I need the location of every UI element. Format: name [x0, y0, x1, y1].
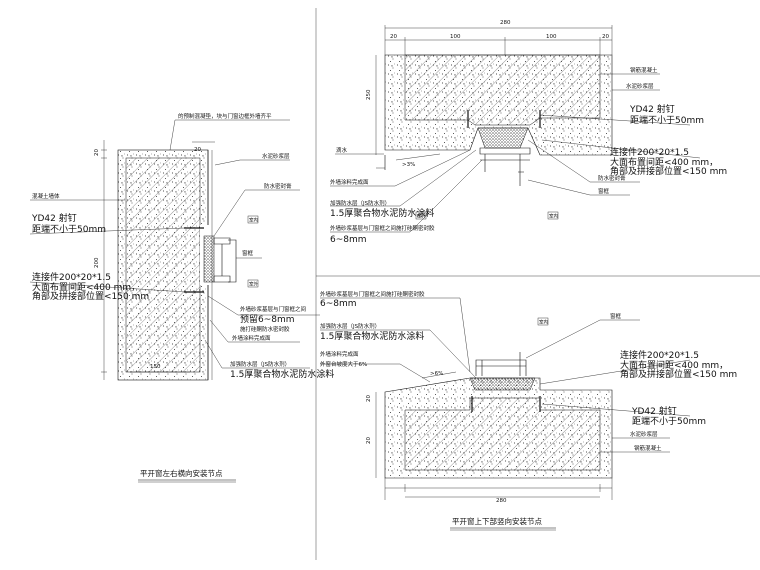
- left-label-steel-1: 连接件200*20*1.5: [32, 271, 111, 283]
- br-seal-block: [469, 377, 536, 391]
- br-label-yd42-1: YD42 射钉: [631, 405, 677, 417]
- br-label-yd42-2: 距端不小于50mm: [632, 415, 706, 427]
- left-tag-out: 室外: [249, 281, 258, 288]
- left-label-yd42-2: 距端不小于50mm: [32, 223, 106, 235]
- left-label-waterproof-seal: 防水密封膏: [264, 182, 292, 190]
- left-label-steel-3: 角部及拼接部位置<150 mm: [32, 290, 149, 302]
- tr-dim-20a: 20: [390, 34, 397, 40]
- tr-label-slope: >3%: [402, 162, 415, 168]
- left-dim-150: 150: [150, 364, 161, 370]
- left-label-outer-finish: 外墙涂料完成面: [232, 334, 271, 342]
- left-label-yd42-1: YD42 射钉: [31, 212, 77, 224]
- tr-label-drip: 滴水: [336, 146, 348, 154]
- left-label-layer-1: 加强防水层（JS防水剂）: [230, 360, 290, 368]
- br-label-slope: >6%: [430, 371, 443, 377]
- top-right-detail: 280 20 100 100 20 250 钢筋混凝土 水泥砂浆层 YD42 射…: [330, 20, 727, 245]
- left-detail: 20 200 20 150 的预制混凝垫，块与门窗边框外墙齐平 水泥砂浆层 防水…: [29, 112, 334, 483]
- br-label-steel-2: 大面布置间距<400 mm，: [620, 359, 728, 371]
- br-dim-280: 280: [496, 498, 507, 504]
- left-label-concrete-wall: 混凝土墙体: [32, 192, 60, 200]
- left-dim-20a: 20: [94, 149, 100, 156]
- br-label-steel-1: 连接件200*20*1.5: [620, 349, 699, 361]
- br-label-steel-3: 角部及拼接部位置<150 mm: [620, 368, 737, 380]
- tr-label-layer-1: 加强防水层（JS防水剂）: [330, 199, 390, 207]
- tr-label-glue-1: 外墙砂浆基层与门窗框之间施打硅酮密封胶: [330, 224, 435, 232]
- br-dim-20b: 20: [366, 437, 372, 444]
- br-label-glue-1: 外墙砂浆基层与门窗框之间施打硅酮密封胶: [320, 290, 425, 298]
- left-tag-in: 室内: [249, 217, 258, 224]
- left-dim-200: 200: [94, 257, 100, 268]
- left-seal-block: [203, 235, 215, 283]
- left-label-layer-2: 1.5厚聚合物水泥防水涂料: [230, 368, 334, 380]
- tr-label-outer-finish: 外墙涂料完成面: [330, 178, 369, 186]
- left-label-glue-3: 施打硅酮防水密封胶: [240, 325, 290, 333]
- tr-label-yd42-2: 距端不小于50mm: [630, 114, 704, 126]
- br-tag-in: 室内: [539, 319, 548, 326]
- tr-label-rc-wall: 钢筋混凝土: [630, 66, 658, 74]
- tr-label-yd42-1: YD42 射钉: [629, 103, 675, 115]
- left-concrete-wall: [125, 157, 201, 373]
- br-label-rc-wall: 钢筋混凝土: [634, 444, 662, 452]
- br-label-outer-finish-2: 外窗台坡度大于6%: [320, 360, 367, 368]
- tr-tag-out: 室外: [417, 213, 426, 220]
- svg-text:250: 250: [366, 89, 372, 100]
- left-label-top-note: 的预制混凝垫，块与门窗边框外墙齐平: [178, 112, 272, 120]
- left-dim-20b: 20: [194, 147, 201, 153]
- br-label-frame: 窗框: [610, 312, 622, 320]
- left-label-cement-mortar: 水泥砂浆层: [262, 152, 290, 160]
- tr-concrete-beam: [404, 54, 601, 126]
- br-label-cement-mortar: 水泥砂浆层: [630, 430, 658, 438]
- tr-label-waterproof-seal: 防水密封膏: [598, 174, 626, 182]
- br-dim-20a: 20: [366, 395, 372, 402]
- tr-label-steel-1: 连接件200*20*1.5: [610, 146, 689, 158]
- tr-dim-20b: 20: [602, 34, 609, 40]
- tr-label-steel-3: 角部及拼接部位置<150 mm: [610, 165, 727, 177]
- tr-label-glue-2: 6~8mm: [330, 235, 367, 245]
- br-label-layer-1: 加强防水层（JS防水剂）: [320, 322, 380, 330]
- left-label-glue-2: 预留6~8mm: [240, 313, 295, 325]
- tr-dim-100a: 100: [450, 34, 461, 40]
- left-detail-title: 平开窗左右横向安装节点: [140, 468, 223, 478]
- tr-seal-block: [477, 127, 529, 149]
- tr-label-frame: 窗框: [598, 187, 610, 195]
- bottom-right-detail-title: 平开窗上下部竖向安装节点: [452, 516, 542, 526]
- br-window-frame: [475, 352, 527, 376]
- br-label-outer-finish-1: 外墙涂料完成面: [320, 350, 359, 358]
- tr-label-steel-2: 大面布置间距<400 mm，: [610, 156, 718, 168]
- tr-window-frame: [479, 147, 531, 186]
- left-label-glue-1: 外墙砂浆基层与门窗框之间: [240, 305, 306, 313]
- br-label-glue-2: 6~8mm: [320, 299, 357, 309]
- tr-tag-in: 室内: [549, 213, 558, 220]
- left-label-frame: 窗框: [242, 249, 254, 257]
- tr-label-layer-2: 1.5厚聚合物水泥防水涂料: [330, 207, 434, 219]
- tr-dim-280: 280: [500, 20, 511, 26]
- tr-label-cement-mortar: 水泥砂浆层: [626, 82, 654, 90]
- bottom-right-detail: 20 20 280 外墙砂浆基层与门窗框之间施打硅酮密封胶 6~8mm 加强防水…: [320, 290, 737, 531]
- tr-dim-100b: 100: [546, 34, 557, 40]
- br-label-layer-2: 1.5厚聚合物水泥防水涂料: [320, 330, 424, 342]
